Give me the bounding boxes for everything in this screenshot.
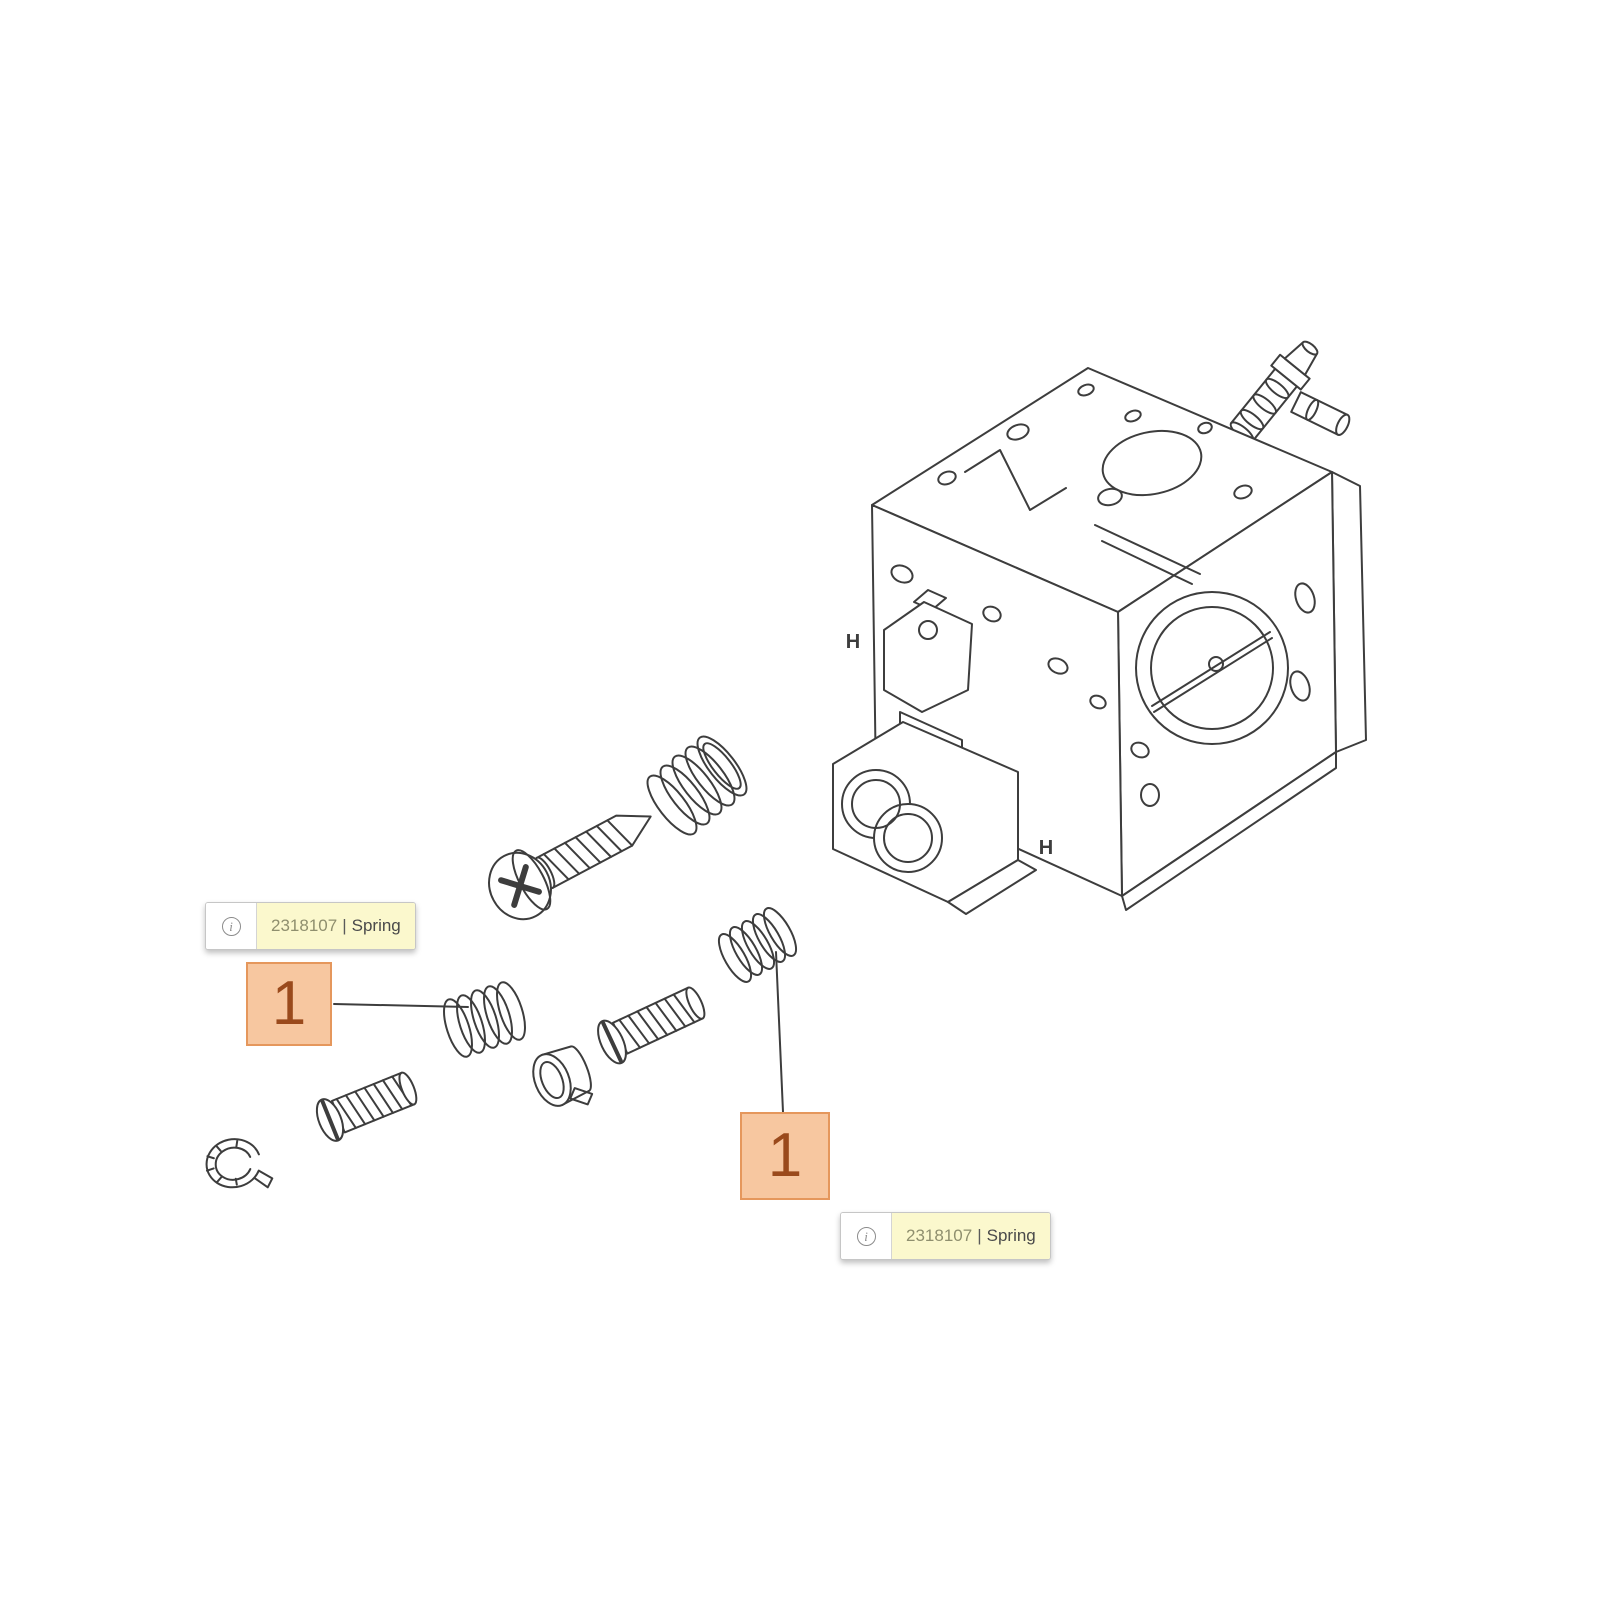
part-number: 2318107 xyxy=(271,916,338,935)
metering-spring-part xyxy=(646,735,748,836)
part-tooltip-left[interactable]: i 2318107 | Spring xyxy=(205,902,416,950)
idle-screw-part xyxy=(315,1071,418,1142)
marking-h-left: H xyxy=(846,631,860,653)
part-name: Spring xyxy=(986,1226,1036,1245)
part-tooltip-label: 2318107 | Spring xyxy=(892,1213,1050,1259)
part-tooltip-label: 2318107 | Spring xyxy=(257,903,415,949)
info-icon: i xyxy=(841,1213,892,1259)
carburetor-body: H H xyxy=(832,340,1367,915)
spring-part-selected-right[interactable] xyxy=(713,904,802,987)
spring-part-selected-left[interactable] xyxy=(438,979,530,1060)
callout-number: 1 xyxy=(767,1121,803,1190)
callout-1-left[interactable]: 1 xyxy=(246,962,332,1046)
part-number: 2318107 xyxy=(906,1226,973,1245)
pan-head-screw-part xyxy=(488,814,652,921)
info-icon: i xyxy=(206,903,257,949)
callout-number: 1 xyxy=(271,969,307,1038)
limiter-cap-part xyxy=(532,1045,594,1107)
adjustment-screw-part xyxy=(597,986,706,1065)
callout-leader-lines xyxy=(333,951,784,1113)
part-name: Spring xyxy=(351,916,401,935)
callout-1-right[interactable]: 1 xyxy=(740,1112,830,1200)
retaining-clip-part xyxy=(205,1138,274,1189)
part-tooltip-right[interactable]: i 2318107 | Spring xyxy=(840,1212,1051,1260)
marking-h-bottom: H xyxy=(1039,837,1053,859)
separator: | xyxy=(342,916,347,935)
separator: | xyxy=(977,1226,982,1245)
